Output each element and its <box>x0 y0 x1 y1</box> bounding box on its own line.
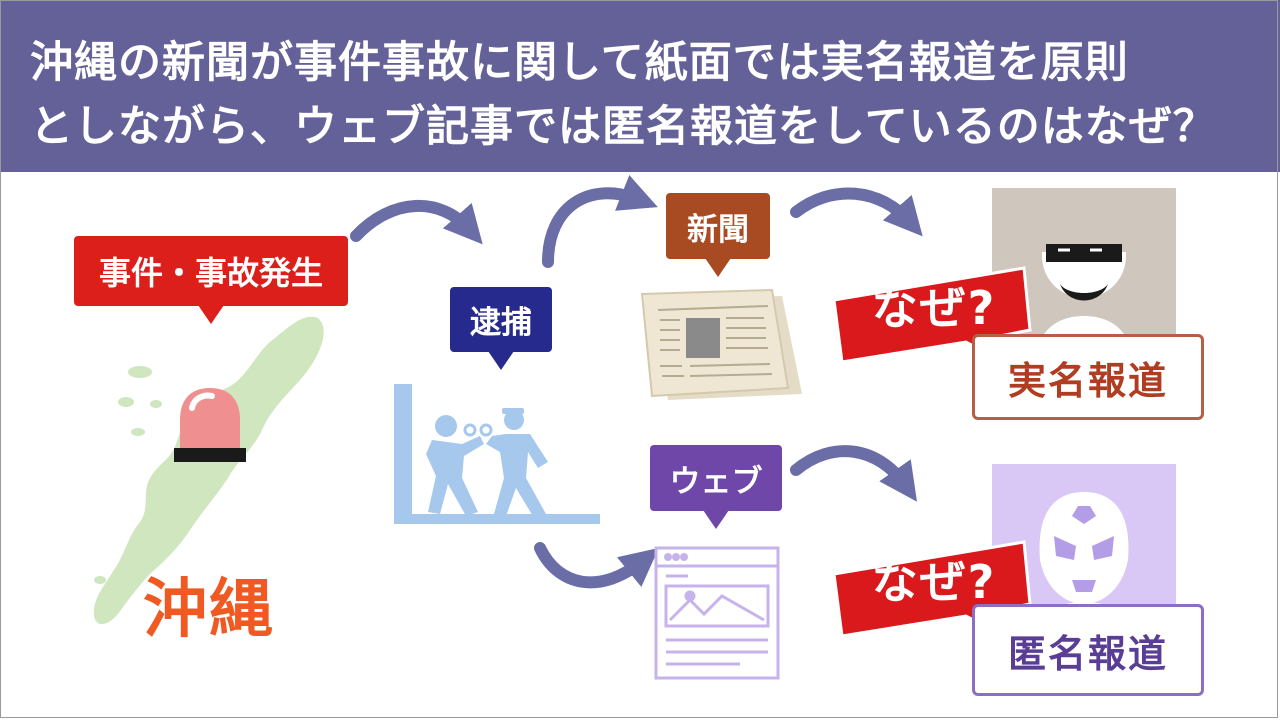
okinawa-map-icon <box>93 316 324 625</box>
arrest-scene-icon <box>394 384 600 524</box>
why-text-bottom: なぜ? <box>871 555 997 609</box>
title-line-2: としながら、ウェブ記事では匿名報道をしているのはなぜ？ <box>30 102 1217 152</box>
newspaper-icon <box>640 288 802 400</box>
title-banner: 沖縄の新聞が事件事故に関して紙面では実名報道を原則 としながら、ウェブ記事では匿… <box>0 0 1280 172</box>
real-name-reporting-label: 実名報道 <box>972 334 1204 420</box>
siren-icon <box>174 388 246 462</box>
okinawa-label: 沖縄 <box>143 573 275 647</box>
arrow-incident-to-arrest <box>350 199 483 245</box>
title-line-1: 沖縄の新聞が事件事故に関して紙面では実名報道を原則 <box>30 38 1129 88</box>
arrow-arrest-to-newspaper <box>542 175 658 268</box>
arrow-newspaper-to-why <box>790 187 923 237</box>
anonymous-reporting-label: 匿名報道 <box>972 604 1204 696</box>
web-page-icon <box>654 546 780 680</box>
arrow-arrest-to-web <box>534 542 659 589</box>
why-text-top: なぜ? <box>871 281 997 335</box>
web-badge: ウェブ <box>650 445 782 529</box>
arrow-web-to-why <box>790 445 918 502</box>
arrest-badge: 逮捕 <box>450 287 552 370</box>
flow-arrows <box>350 175 923 589</box>
incident-badge: 事件・事故発生 <box>74 236 348 324</box>
newspaper-badge: 新聞 <box>666 193 770 277</box>
